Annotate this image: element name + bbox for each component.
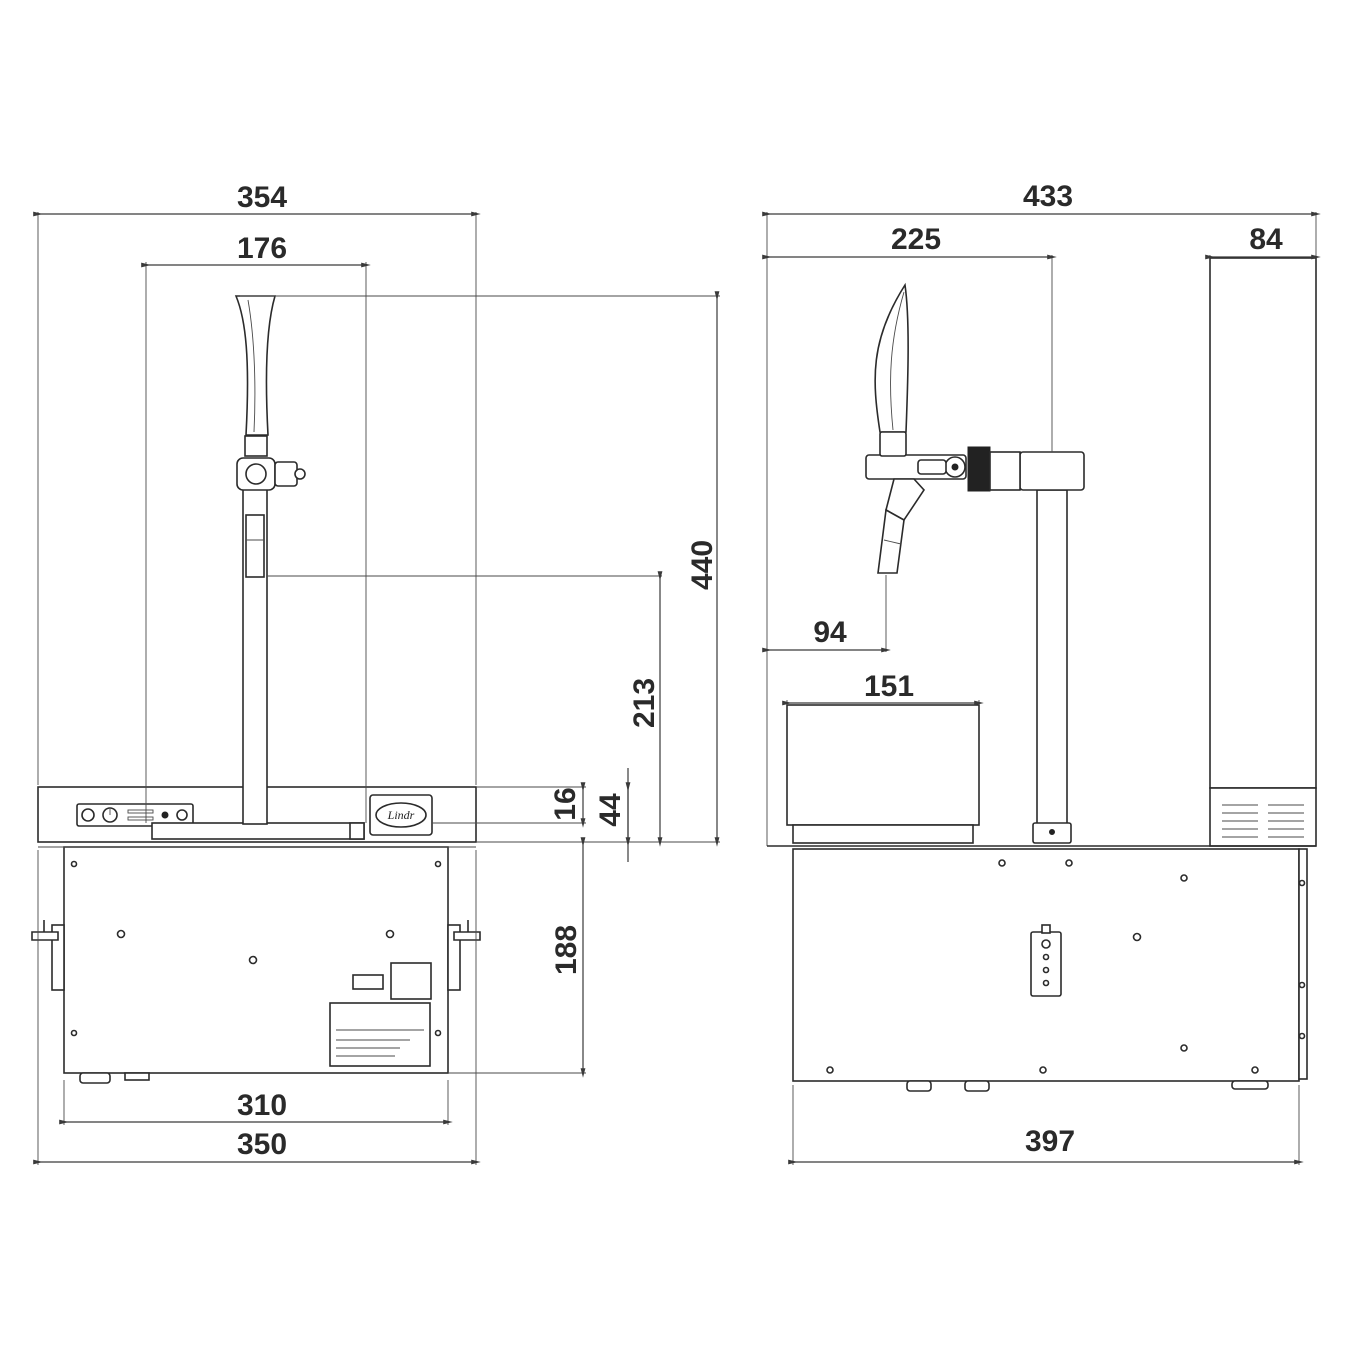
- drip-tray: [151, 822, 365, 840]
- rear-vent-box: [1209, 787, 1317, 847]
- front-view: Lindr: [31, 181, 720, 1165]
- dim-176: 176: [237, 232, 287, 265]
- label-sticker: [352, 974, 384, 990]
- logo-badge: [375, 802, 427, 828]
- dim-433: 433: [1023, 180, 1073, 213]
- dim-213: 213: [628, 678, 661, 728]
- left-bracket: [51, 924, 65, 991]
- dim-84: 84: [1249, 223, 1283, 256]
- dim-397: 397: [1025, 1125, 1075, 1158]
- dim-350: 350: [237, 1128, 287, 1161]
- side-tap-column: [1036, 489, 1068, 827]
- logo-text: Lindr: [387, 808, 415, 822]
- knob-icon: [81, 808, 95, 822]
- dim-225: 225: [891, 223, 941, 256]
- rating-label: [390, 962, 432, 1000]
- tap-head: [1019, 451, 1085, 491]
- dim-44: 44: [594, 793, 627, 827]
- dim-94: 94: [813, 616, 847, 649]
- side-view: 433 225 84 94 151 397: [762, 180, 1321, 1165]
- right-bracket: [447, 924, 461, 991]
- tap-coupling: [967, 446, 991, 492]
- indicator-icon: [161, 811, 169, 819]
- dim-354: 354: [237, 181, 287, 214]
- tray-base: [792, 824, 974, 844]
- dim-440: 440: [686, 540, 719, 590]
- dim-310: 310: [237, 1089, 287, 1122]
- thermostat-icon: [176, 809, 188, 821]
- dim-188: 188: [550, 925, 583, 975]
- tap-handle: [234, 295, 277, 436]
- rear-tower: [1209, 257, 1317, 789]
- tap-spout: [885, 478, 926, 522]
- dim-151: 151: [864, 670, 914, 703]
- nameplate: [329, 1002, 431, 1067]
- dim-16: 16: [549, 787, 582, 820]
- side-drip-tray: [786, 704, 980, 826]
